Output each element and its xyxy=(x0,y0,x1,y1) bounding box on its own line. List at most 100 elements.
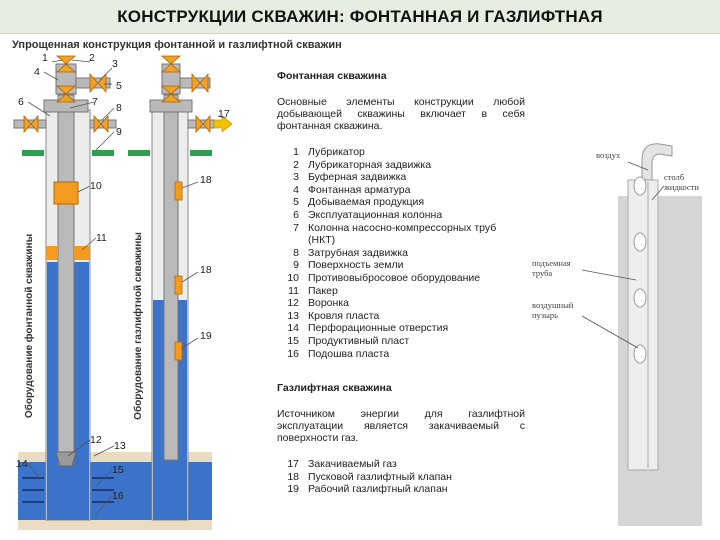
legend-item: 8 Затрубная задвижка xyxy=(277,247,522,260)
legend-item: 1 Лубрикатор xyxy=(277,146,522,159)
airlift-illustration xyxy=(528,128,710,533)
legend-item: 2 Лубрикаторная задвижка xyxy=(277,159,522,172)
gaslift-layer-bottom xyxy=(128,520,212,530)
photo-pointer-lines xyxy=(581,161,665,349)
gaslift-heading: Газлифтная скважина xyxy=(277,382,392,394)
legend-item: 9 Поверхность земли xyxy=(277,259,522,272)
callout-18-lower: 18 xyxy=(200,264,212,276)
legend-label: Противовыбросовое оборудование xyxy=(308,271,481,284)
fountain-legend: 1 Лубрикатор 2 Лубрикаторная задвижка 3 Буф… xyxy=(277,146,522,360)
legend-label: Рабочий газлифтный клапан xyxy=(308,483,448,496)
legend-number: 1 xyxy=(293,146,299,158)
gaslift-callout-lines xyxy=(181,115,227,349)
tubing-nkt xyxy=(57,94,75,466)
gaslift-ground-left xyxy=(128,150,150,156)
legend-item: 5 Добываемая продукция xyxy=(277,196,522,209)
legend-number: 4 xyxy=(293,183,299,196)
packer-right xyxy=(74,246,90,260)
photo-label-liquid-column: столб жидкости xyxy=(664,172,699,192)
legend-label: Перфорационные отверстия xyxy=(308,322,449,335)
callout-8: 8 xyxy=(116,102,122,114)
callout-10: 10 xyxy=(90,180,102,192)
legend-number: 15 xyxy=(287,334,299,347)
callout-lines xyxy=(27,59,115,515)
legend-label: Фонтанная арматура xyxy=(308,183,411,196)
legend-label: Подошва пласта xyxy=(308,347,390,360)
legend-label: Поверхность земли xyxy=(308,259,404,272)
legend-label: Эксплуатационная колонна xyxy=(308,208,443,221)
legend-number: 7 xyxy=(293,221,299,234)
gaslift-ground-right xyxy=(190,150,212,156)
gaslift-valves-surface xyxy=(160,55,211,134)
packer-left xyxy=(46,246,58,260)
legend-number: 14 xyxy=(287,322,299,335)
legend-label: Лубрикаторная задвижка xyxy=(308,158,432,171)
legend-label: Пусковой газлифтный клапан xyxy=(308,470,452,483)
legend-item: 14 Перфорационные отверстия xyxy=(277,322,522,335)
legend-number: 6 xyxy=(293,208,299,221)
legend-label: Воронка xyxy=(308,297,349,310)
gaslift-vertical-label: Оборудование газлифтной скважины xyxy=(133,232,144,420)
gaslift-downhole-valves xyxy=(174,181,183,361)
legend-number: 12 xyxy=(287,297,299,310)
callout-16: 16 xyxy=(112,490,124,502)
callout-17: 17 xyxy=(218,108,230,120)
legend-number: 9 xyxy=(293,259,299,272)
photo-label-lift-pipe: подъемная труба xyxy=(532,258,571,278)
legend-item: 6 Эксплуатационная колонна xyxy=(277,209,522,222)
gaslift-well-diagram xyxy=(128,55,233,530)
callout-7: 7 xyxy=(92,96,98,108)
pipe-outlet xyxy=(641,143,673,181)
callout-18-upper: 18 xyxy=(200,174,212,186)
callout-1: 1 xyxy=(42,52,48,64)
legend-item: 3 Буферная задвижка xyxy=(277,171,522,184)
legend-label: Пакер xyxy=(308,284,338,297)
legend-label: Добываемая продукция xyxy=(308,196,425,209)
gaslift-intro: Источником энергии для газлифтной эксплу… xyxy=(277,408,525,444)
legend-item: 12 Воронка xyxy=(277,297,522,310)
fountain-well-diagram xyxy=(13,55,136,530)
fountain-heading: Фонтанная скважина xyxy=(277,70,387,82)
callout-9: 9 xyxy=(116,126,122,138)
title-bar: КОНСТРУКЦИИ СКВАЖИН: ФОНТАННАЯ И ГАЗЛИФТ… xyxy=(0,0,720,34)
fountain-intro: Основные элементы конструкции любой добы… xyxy=(277,96,525,132)
callout-13: 13 xyxy=(114,440,126,452)
legend-number: 10 xyxy=(287,271,299,284)
legend-number: 3 xyxy=(293,171,299,184)
legend-item: 7 Колонна насосно-компрессорных труб (НКТ… xyxy=(277,222,522,247)
legend-label: Кровля пласта xyxy=(308,309,380,322)
callout-19: 19 xyxy=(200,330,212,342)
callout-4: 4 xyxy=(34,66,40,78)
legend-label: Закачиваемый газ xyxy=(308,458,397,470)
photo-label-air: воздух xyxy=(596,150,621,160)
legend-item: 10 Противовыбросовое оборудование xyxy=(277,272,522,285)
legend-number: 11 xyxy=(288,284,299,297)
legend-item: 19 Рабочий газлифтный клапан xyxy=(277,483,522,496)
legend-label: Колонна насосно-компрессорных труб (НКТ) xyxy=(308,221,497,247)
legend-label: Затрубная задвижка xyxy=(308,246,409,259)
legend-label: Лубрикатор xyxy=(308,146,365,158)
ground-surface-right xyxy=(92,150,114,156)
legend-number: 19 xyxy=(287,483,299,496)
legend-number: 8 xyxy=(293,246,299,259)
legend-item: 11 Пакер xyxy=(277,285,522,298)
callout-6: 6 xyxy=(18,96,24,108)
funnel xyxy=(55,451,77,467)
fountain-vertical-label: Оборудование фонтанной скважины xyxy=(24,233,35,419)
legend-number: 5 xyxy=(293,196,299,209)
diagram-subtitle: Упрощенная конструкция фонтанной и газли… xyxy=(12,39,342,51)
callout-15: 15 xyxy=(112,464,124,476)
air-bubbles xyxy=(633,176,647,364)
ground-surface-left xyxy=(22,150,44,156)
layer-bottom xyxy=(18,520,136,530)
callout-11: 11 xyxy=(96,232,107,244)
legend-number: 13 xyxy=(287,309,299,322)
legend-label: Буферная задвижка xyxy=(308,171,407,184)
legend-number: 2 xyxy=(293,158,299,171)
legend-number: 17 xyxy=(287,458,299,470)
perforation-holes xyxy=(22,477,114,503)
